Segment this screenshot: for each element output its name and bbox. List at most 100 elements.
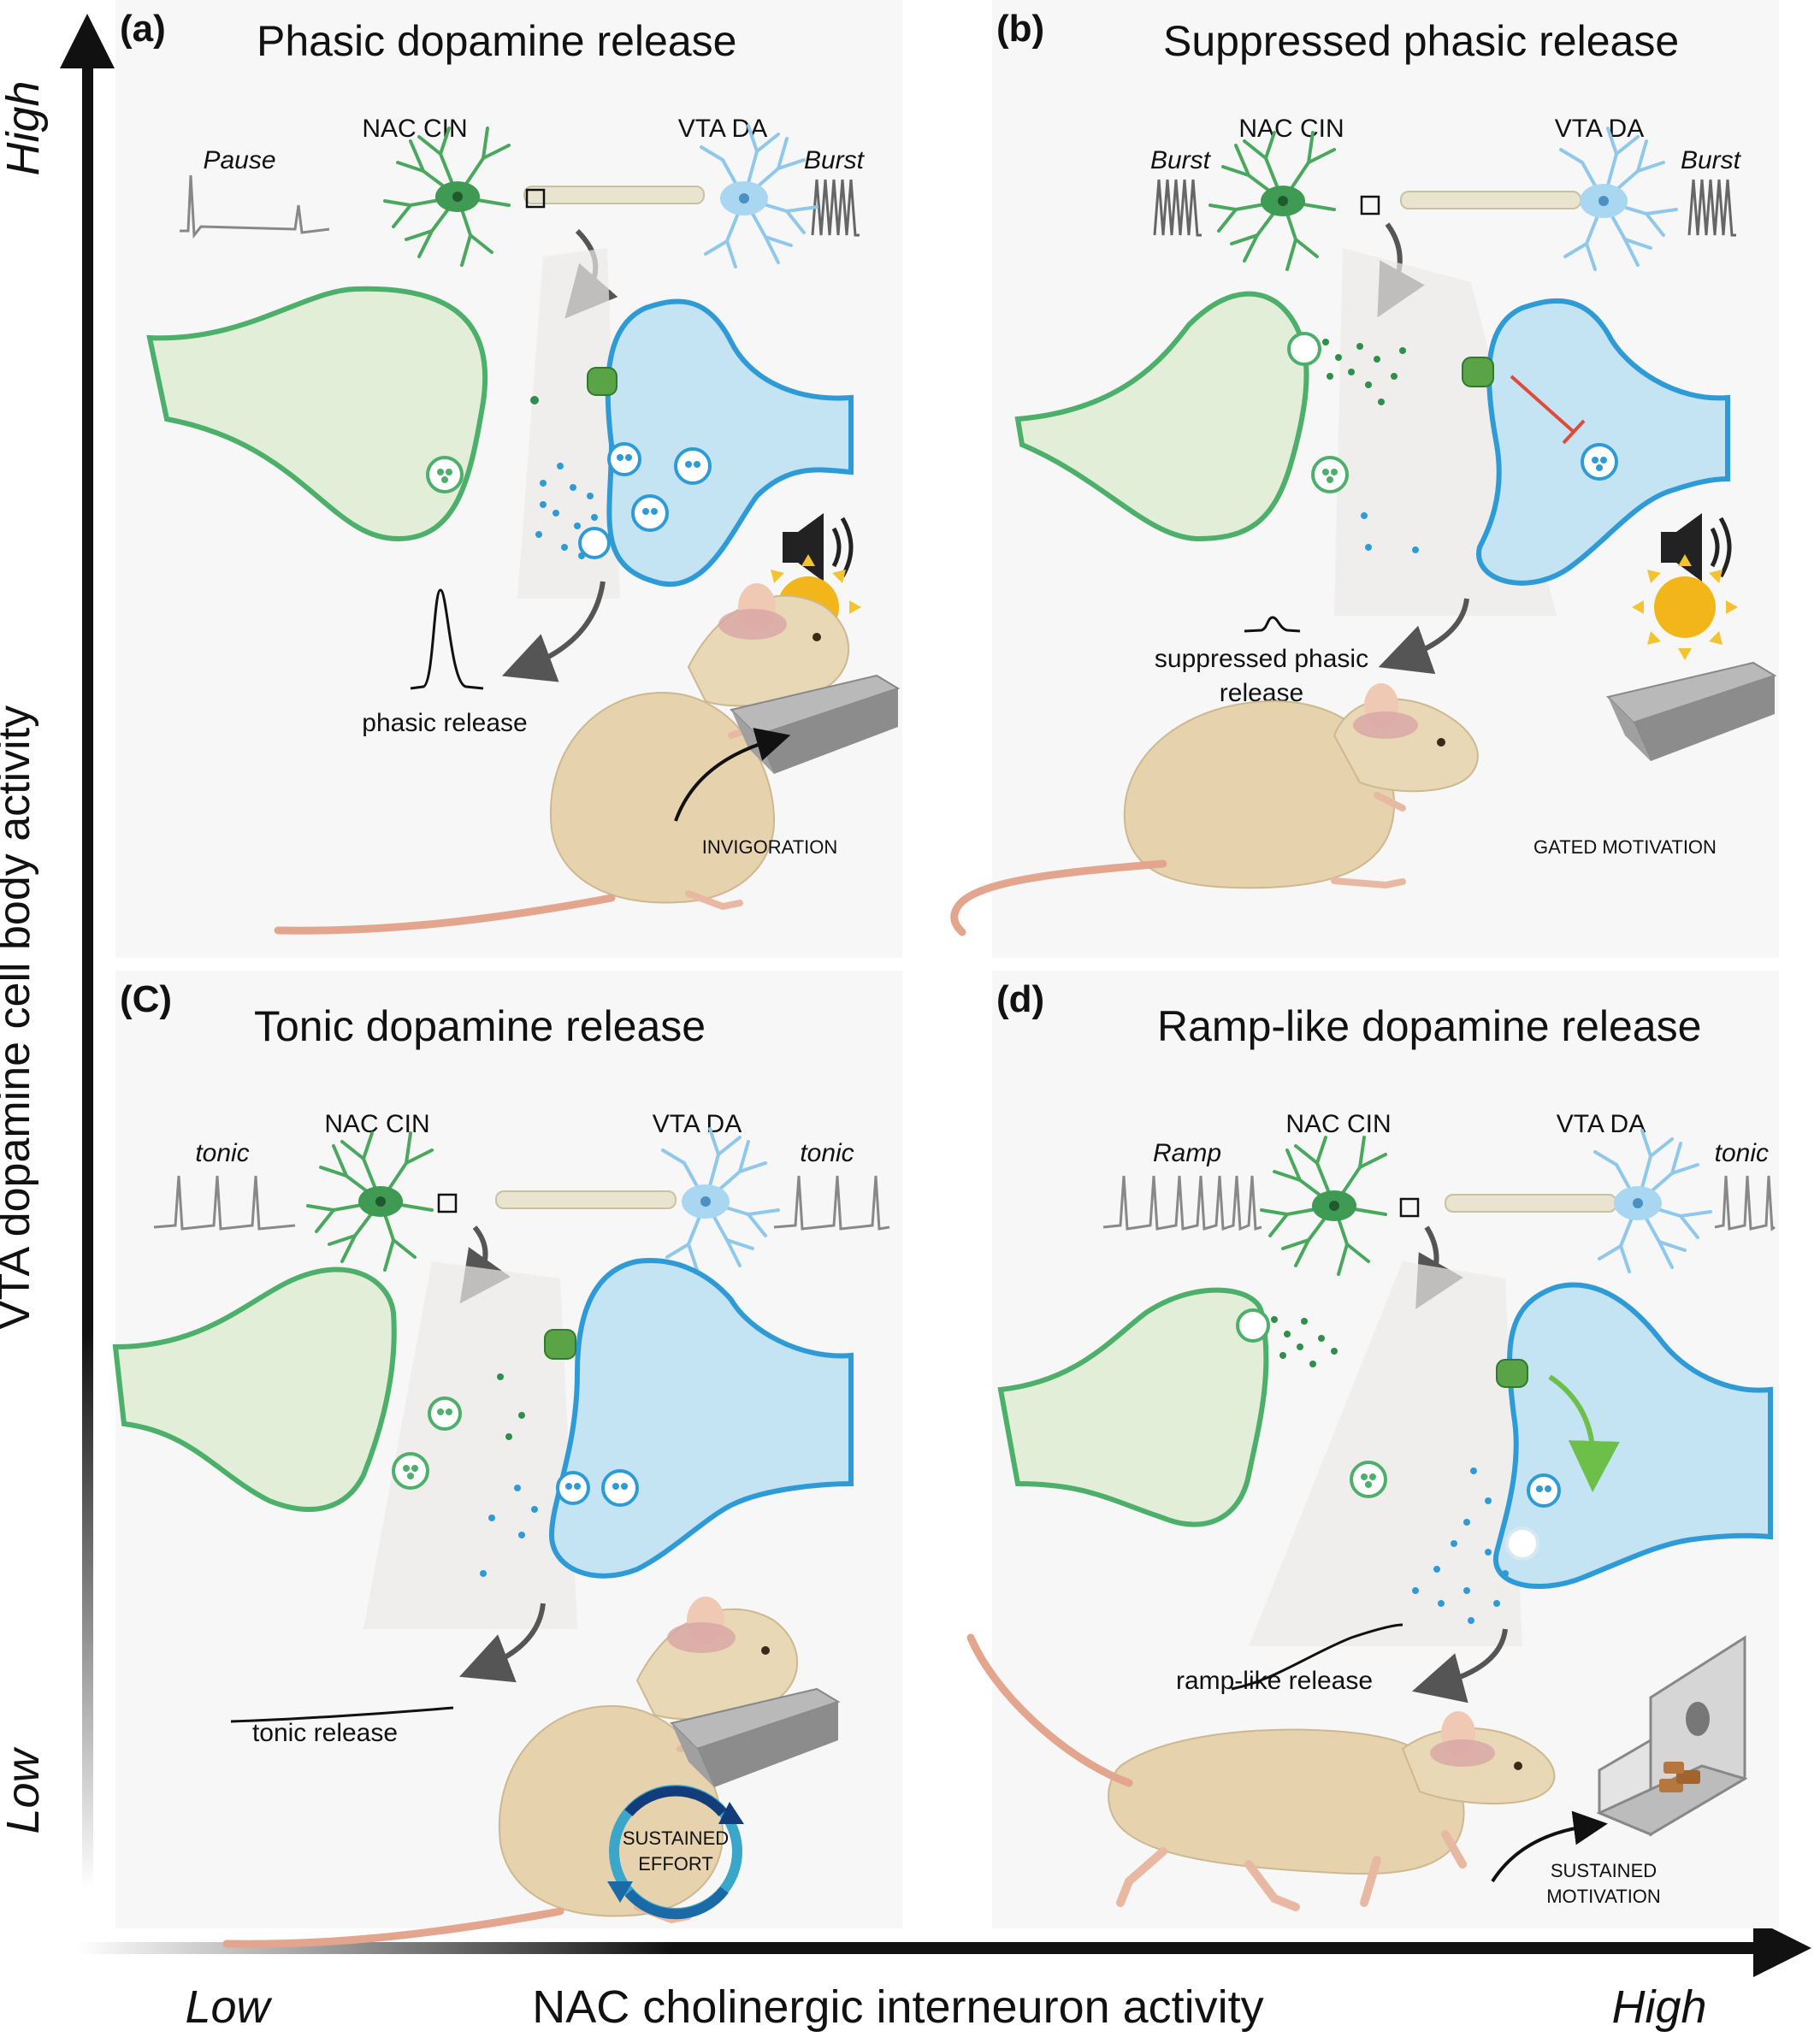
y-axis-low-label: Low <box>0 1746 49 1833</box>
acetylcholine-molecules <box>1271 1316 1338 1367</box>
cholinergic-terminal <box>1014 291 1309 542</box>
release-arrow <box>1412 1628 1508 1703</box>
da-tonic-trace <box>1714 1175 1776 1231</box>
release-label: phasic release <box>362 709 527 737</box>
release-label-line-1: suppressed phasic <box>1155 645 1368 673</box>
neuron-icon <box>306 1127 780 1272</box>
da-trace-label: tonic <box>800 1139 854 1167</box>
da-trace-label: tonic <box>1715 1139 1769 1167</box>
behavior-arrow <box>674 728 791 822</box>
cholinergic-terminal <box>112 1266 397 1512</box>
y-axis: VTA dopamine cell body activity High Low <box>0 14 115 1890</box>
release-arrow <box>501 581 606 682</box>
facilitation-arrow <box>1548 1374 1620 1492</box>
panel-letter: (d) <box>996 978 1044 1020</box>
dopamine-molecules <box>535 463 598 559</box>
cin-label: NAC CIN <box>1238 115 1344 143</box>
da-label: VTA DA <box>653 1110 742 1138</box>
nicotinic-receptor <box>544 1329 576 1360</box>
dopamine-molecules <box>480 1485 538 1577</box>
mouse-icon <box>950 683 1479 936</box>
x-axis-label: NAC cholinergic interneuron activity <box>532 1981 1263 2033</box>
acetylcholine-molecules <box>530 396 539 404</box>
panel-letter: (a) <box>120 8 166 50</box>
cin-trace-label: Burst <box>1150 146 1212 174</box>
cholinergic-vesicle <box>1287 332 1321 366</box>
y-axis-high-label: High <box>0 80 49 175</box>
burst-trace <box>811 179 860 237</box>
food-hopper-icon <box>1596 1635 1748 1837</box>
vesicles <box>1311 443 1618 493</box>
cin-label: NAC CIN <box>324 1110 429 1138</box>
release-label: tonic release <box>252 1719 398 1747</box>
panel-title: Tonic dopamine release <box>254 1002 706 1050</box>
behavior-label: INVIGORATION <box>702 836 838 858</box>
zoom-cone <box>1249 1261 1522 1646</box>
cin-tonic-trace <box>153 1175 296 1231</box>
behavior-label-line-1: SUSTAINED <box>623 1827 729 1849</box>
panel-b: (b) Suppressed phasic release NAC CIN VT… <box>950 0 1779 958</box>
nicotinic-receptor <box>1462 357 1494 387</box>
release-arrow <box>459 1603 546 1683</box>
da-label: VTA DA <box>1557 1110 1646 1138</box>
cin-label: NAC CIN <box>1285 1110 1391 1138</box>
da-burst-trace <box>1687 179 1736 237</box>
x-axis-line <box>77 1942 1779 1954</box>
pause-trace <box>180 174 330 239</box>
vesicles <box>426 442 712 559</box>
behavior-label-line-1: SUSTAINED <box>1551 1860 1657 1881</box>
cin-trace-label: Ramp <box>1153 1139 1221 1167</box>
tonic-release-trace <box>230 1706 454 1723</box>
panel-letter: (C) <box>120 978 172 1020</box>
cin-label: NAC CIN <box>362 115 467 143</box>
panel-letter: (b) <box>996 8 1044 50</box>
panel-c: (C) Tonic dopamine release NAC CIN VTA D… <box>112 971 902 1944</box>
ramp-release-trace <box>1231 1623 1403 1691</box>
cholinergic-terminal <box>146 286 488 542</box>
x-axis: NAC cholinergic interneuron activity Low… <box>77 1919 1811 2033</box>
vesicles <box>392 1396 639 1507</box>
da-label: VTA DA <box>1555 115 1644 143</box>
x-axis-low-label: Low <box>185 1981 272 2033</box>
x-axis-arrowhead <box>1753 1919 1811 1977</box>
cholinergic-terminal <box>997 1287 1269 1527</box>
release-arrow <box>1378 598 1469 675</box>
panel-title: Suppressed phasic release <box>1163 17 1679 65</box>
y-axis-arrowhead <box>60 14 115 68</box>
suppressed-release-trace <box>1244 616 1301 633</box>
cin-burst-trace <box>1153 179 1202 237</box>
cholinergic-vesicle <box>1236 1308 1270 1343</box>
phasic-release-trace <box>410 588 484 690</box>
zoom-cone <box>517 248 620 599</box>
panel-title: Ramp-like dopamine release <box>1157 1002 1701 1050</box>
y-axis-line <box>82 34 93 1890</box>
neuron-icon <box>383 124 818 269</box>
panel-d: (d) Ramp-like dopamine release NAC CIN V… <box>966 971 1779 1928</box>
da-trace-label: Burst <box>804 146 866 174</box>
dopamine-terminal <box>1492 1282 1773 1589</box>
acetylcholine-molecules <box>497 1373 525 1440</box>
dopamine-molecules <box>1412 1467 1509 1624</box>
da-trace-label: Burst <box>1681 146 1742 174</box>
behavior-label-line-2: EFFORT <box>638 1853 713 1875</box>
panel-title: Phasic dopamine release <box>257 17 736 65</box>
behavior-label-line-2: MOTIVATION <box>1546 1886 1661 1907</box>
y-axis-label: VTA dopamine cell body activity <box>0 706 39 1330</box>
behavior-arrow <box>1491 1810 1608 1883</box>
cycle-arrows-icon <box>607 1785 744 1920</box>
panel-a: (a) Phasic dopamine release NAC CIN VTA … <box>115 0 902 958</box>
mouse-icon <box>966 1633 1556 1911</box>
nicotinic-receptor <box>587 367 618 396</box>
cin-ramp-trace <box>1102 1175 1262 1231</box>
release-label: ramp-like release <box>1176 1667 1373 1695</box>
x-axis-high-label: High <box>1611 1981 1706 2033</box>
vesicles <box>1350 1461 1561 1561</box>
inhibition-symbol <box>1510 375 1586 445</box>
cin-trace-label: Pause <box>203 146 275 174</box>
neuron-icon <box>1260 1129 1712 1276</box>
acetylcholine-molecules <box>1322 339 1406 405</box>
cin-trace-label: tonic <box>195 1139 249 1167</box>
behavior-label: GATED MOTIVATION <box>1533 836 1717 858</box>
dopamine-terminal <box>1476 298 1730 586</box>
